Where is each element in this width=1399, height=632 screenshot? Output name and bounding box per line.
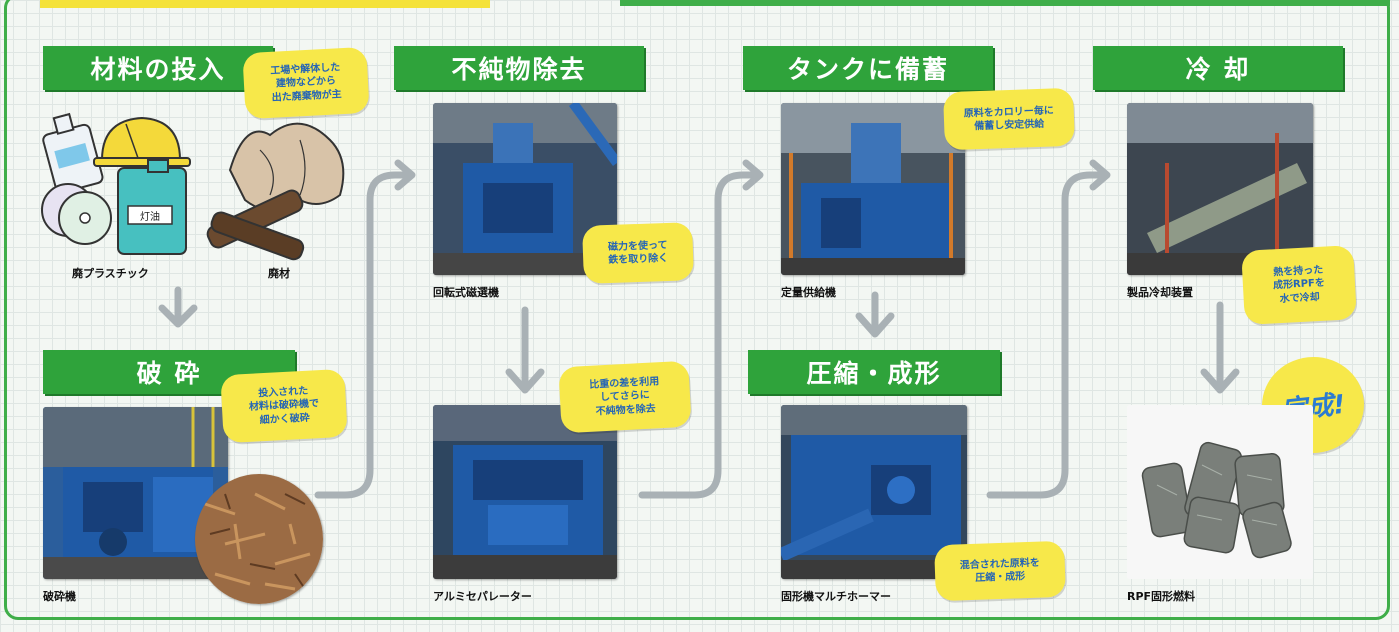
bubble-line: 不純物を除去 [595, 403, 656, 418]
rpf-fuel-photo [1127, 405, 1313, 579]
top-green-bar [620, 0, 1390, 6]
compressor-photo [781, 405, 967, 579]
outer-frame [4, 0, 1390, 620]
step-input-header: 材料の投入 [43, 46, 273, 90]
caption-crusher: 破砕機 [43, 590, 76, 603]
arrow-crush-to-remove [314, 159, 416, 499]
bubble-line: 圧縮・成形 [975, 571, 1026, 584]
input-illustrations: 灯油 [41, 112, 345, 261]
arrow-remove-to-tank [638, 159, 764, 499]
bubble-line: 細かく破砕 [259, 412, 310, 427]
top-yellow-bar [40, 0, 490, 8]
bubble-line: 鉄を取り除く [608, 252, 669, 267]
bubble-line: 備蓄し安定供給 [974, 118, 1045, 133]
crushed-material-photo [195, 474, 323, 604]
step-remove-bubble1: 磁力を使って 鉄を取り除く [582, 222, 694, 284]
caption-aluminum-separator: アルミセパレーター [433, 590, 532, 603]
arrow-down-cool [1200, 301, 1240, 394]
step-tank-header: タンクに備蓄 [743, 46, 993, 90]
aluminum-separator-photo [433, 405, 617, 579]
step-cool-bubble: 熱を持った 成形RPFを 水で冷却 [1241, 245, 1357, 325]
step-tank-title: タンクに備蓄 [786, 55, 949, 84]
helmet-icon [93, 116, 191, 167]
step-cool-header: 冷 却 [1093, 46, 1343, 90]
caption-feeder: 定量供給機 [781, 286, 836, 299]
arrow-compress-to-cool [986, 159, 1111, 499]
caption-magnetic-separator: 回転式磁選機 [433, 286, 499, 299]
step-crush-bubble: 投入された 材料は破砕機で 細かく破砕 [220, 368, 348, 444]
bubble-line: 混合された原料を [959, 557, 1040, 571]
step-input-title: 材料の投入 [90, 55, 226, 84]
step-crush-title: 破 砕 [136, 359, 202, 388]
magnetic-separator-photo [433, 103, 617, 275]
caption-plastic: 廃プラスチック [72, 267, 149, 280]
step-cool-title: 冷 却 [1185, 55, 1251, 84]
step-tank-bubble: 原料をカロリー毎に 備蓄し安定供給 [943, 87, 1075, 151]
step-compress-title: 圧縮・成形 [806, 359, 942, 388]
arrow-down-input [158, 286, 198, 328]
arrow-down-remove [505, 306, 545, 394]
caption-cooling-device: 製品冷却装置 [1127, 286, 1193, 299]
step-remove-header: 不純物除去 [394, 46, 644, 90]
jug-label: 灯油 [140, 210, 160, 223]
step-remove-title: 不純物除去 [451, 55, 587, 84]
bubble-line: 水で冷却 [1279, 291, 1320, 305]
wood-icon [206, 189, 305, 261]
arrow-down-tank [855, 291, 895, 338]
bottle-icon [42, 112, 104, 194]
feeder-photo [781, 103, 965, 275]
caption-compressor: 固形機マルチホーマー [781, 590, 891, 603]
step-remove-bubble2: 比重の差を利用 してさらに 不純物を除去 [558, 360, 692, 434]
step-compress-bubble: 混合された原料を 圧縮・成形 [934, 540, 1066, 602]
jug-icon: 灯油 [117, 159, 187, 255]
caption-wood: 廃材 [268, 267, 290, 280]
caption-rpf: RPF固形燃料 [1127, 590, 1196, 603]
discs-icon [41, 183, 112, 245]
step-compress-header: 圧縮・成形 [748, 350, 1000, 394]
